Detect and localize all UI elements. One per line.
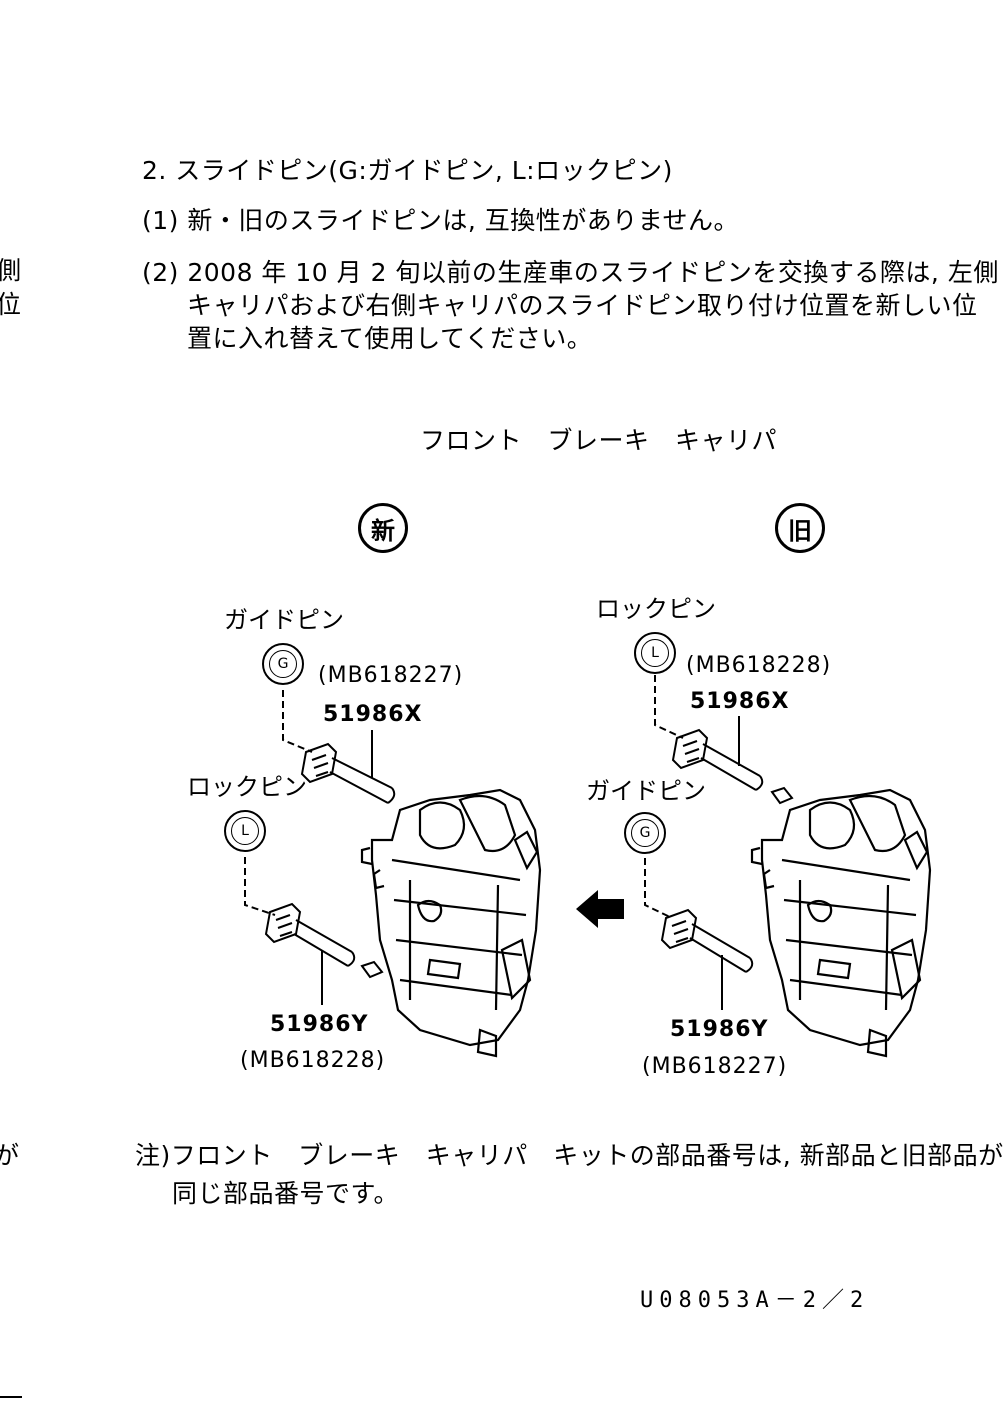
new-mark: 新	[358, 503, 408, 553]
old-lower-part-code: (MB618227)	[642, 1054, 788, 1079]
page-corner-rule	[0, 1396, 22, 1398]
leader-new-upper	[282, 690, 313, 753]
old-upper-pin-label: ロックピン	[596, 595, 716, 623]
old-lower-badge-text: G	[631, 819, 659, 847]
new-upper-part-code: (MB618227)	[318, 663, 464, 688]
old-upper-part-number: 51986X	[690, 689, 790, 714]
margin-fragment-3: が	[0, 1141, 20, 1170]
new-upper-badge-text: G	[269, 650, 297, 678]
figure-title: フロント ブレーキ キャリパ	[420, 426, 778, 455]
new-lower-part-code: (MB618228)	[240, 1048, 386, 1073]
pin-new-lower	[264, 902, 384, 979]
caliper-new	[360, 788, 542, 1058]
note-line-2: 同じ部品番号です。	[172, 1179, 400, 1208]
leader-new-lower	[244, 857, 276, 916]
pin-new-upper	[300, 742, 396, 804]
new-upper-badge: G	[262, 643, 304, 685]
new-lower-part-number: 51986Y	[270, 1012, 369, 1037]
new-lower-pin-label: ロックピン	[187, 773, 307, 801]
item-2-line-2: キャリパおよび右側キャリパのスライドピン取り付け位置を新しい位	[187, 291, 978, 320]
old-upper-part-code: (MB618228)	[686, 653, 832, 678]
old-mark-text: 旧	[788, 516, 812, 545]
old-lower-badge: G	[624, 812, 666, 854]
section-heading: 2. スライドピン(G:ガイドピン, L:ロックピン)	[142, 156, 673, 185]
leader-old-lower	[644, 858, 673, 919]
direction-arrow-icon	[576, 890, 624, 928]
new-lower-badge-text: L	[231, 817, 259, 845]
old-lower-part-number: 51986Y	[670, 1017, 769, 1042]
margin-fragment-1: 側	[0, 256, 22, 285]
caliper-old	[750, 788, 932, 1058]
old-lower-pin-label: ガイドピン	[586, 777, 706, 805]
item-1: (1) 新・旧のスライドピンは, 互換性がありません。	[142, 206, 740, 235]
pin-old-lower	[660, 908, 754, 973]
old-upper-badge: L	[634, 632, 676, 674]
figure-id: U08053A－2／2	[640, 1288, 870, 1313]
new-upper-part-number: 51986X	[323, 702, 423, 727]
new-upper-pin-label: ガイドピン	[224, 606, 344, 634]
old-upper-badge-text: L	[641, 639, 669, 667]
margin-fragment-2: 位	[0, 290, 22, 319]
leader-old-upper	[654, 675, 684, 739]
item-2-line-3: 置に入れ替えて使用してください。	[187, 324, 593, 353]
item-2-line-1: (2) 2008 年 10 月 2 旬以前の生産車のスライドピンを交換する際は,…	[142, 258, 999, 287]
new-lower-badge: L	[224, 810, 266, 852]
new-mark-text: 新	[371, 516, 395, 545]
note-line-1: 注)フロント ブレーキ キャリパ キットの部品番号は, 新部品と旧部品が	[135, 1141, 1004, 1170]
old-mark: 旧	[775, 503, 825, 553]
pin-old-upper	[671, 728, 794, 805]
